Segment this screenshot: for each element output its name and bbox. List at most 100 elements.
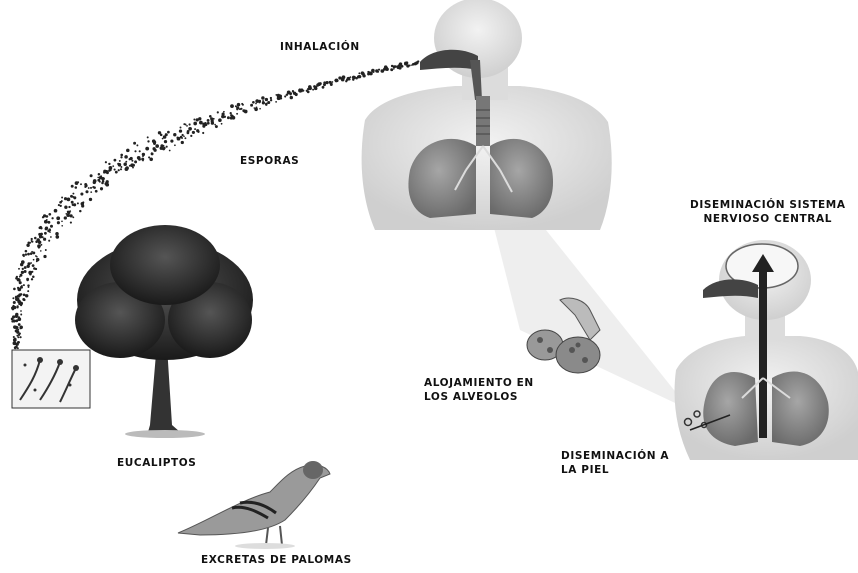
spore-dot (89, 198, 92, 201)
spore-dot (393, 65, 396, 68)
spore-dot (308, 86, 312, 90)
spore-dot (179, 129, 182, 132)
spore-dot (36, 256, 38, 258)
spore-dot (15, 319, 18, 322)
spore-dot (26, 278, 29, 281)
spore-dot (330, 83, 333, 86)
spore-dot (358, 72, 360, 74)
spore-dot (151, 152, 154, 155)
spore-dot (18, 293, 21, 296)
spore-dot (315, 86, 317, 88)
spore-dot (61, 197, 63, 199)
spore-dot (100, 175, 102, 177)
spore-dot (207, 122, 210, 125)
spore-dot (49, 231, 51, 233)
spore-dot (50, 225, 53, 228)
spore-dot (22, 268, 24, 270)
spore-dot (224, 116, 226, 118)
spore-dot (326, 81, 329, 84)
spore-dot (265, 98, 268, 101)
spore-dot (55, 235, 59, 239)
spore-dot (20, 310, 22, 312)
spore-dot (73, 203, 76, 206)
spore-dot (142, 153, 145, 156)
spore-dot (254, 107, 256, 109)
spore-dot (27, 253, 30, 256)
spore-dot (377, 71, 379, 73)
spore-dot (163, 147, 166, 150)
spore-dot (350, 76, 352, 78)
spore-dot (193, 119, 195, 121)
spore-dot (67, 198, 71, 202)
spore-dot (218, 118, 222, 122)
spore-dot (255, 99, 259, 103)
spore-dot (97, 179, 100, 182)
spore-dot (115, 171, 118, 174)
spore-dot (110, 169, 112, 171)
spore-dot (31, 238, 33, 240)
spore-dot (223, 111, 225, 113)
spore-dot (55, 232, 59, 236)
spore-dot (189, 123, 191, 125)
spore-dot (97, 177, 99, 179)
spore-dot (165, 133, 167, 135)
spore-dot (40, 227, 42, 229)
fungus-spores-inset-icon (12, 350, 90, 408)
spore-dot (401, 65, 404, 68)
spore-dot (31, 240, 33, 242)
spore-dot (188, 127, 192, 131)
spore-dot (180, 127, 182, 129)
spore-dot (17, 287, 19, 289)
spore-dot (90, 187, 92, 189)
spore-dot (270, 99, 272, 101)
spore-dot (190, 135, 192, 137)
spore-dot (417, 60, 419, 62)
spore-dot (18, 323, 21, 326)
spore-dot (45, 249, 47, 251)
spore-dot (16, 305, 18, 307)
spore-dot (56, 216, 60, 220)
spore-dot (79, 210, 81, 212)
label-eucaliptos: EUCALIPTOS (117, 456, 196, 470)
spore-dot (73, 196, 76, 199)
spore-dot (20, 286, 23, 289)
spore-dot (202, 132, 204, 134)
spore-dot (349, 78, 351, 80)
spore-dot (33, 267, 36, 270)
spore-dot (64, 216, 67, 219)
spore-dot (88, 187, 90, 189)
spore-dot (186, 125, 188, 127)
spore-dot (23, 255, 25, 257)
spore-dot (255, 103, 257, 105)
spore-dot (33, 259, 35, 261)
spore-dot (199, 121, 203, 125)
spore-dot (11, 307, 14, 310)
label-alojamiento-line1: ALOJAMIENTO EN (424, 376, 534, 390)
spore-dot (119, 160, 121, 162)
spore-dot (13, 288, 16, 291)
spore-dot (30, 252, 33, 255)
spore-dot (158, 131, 161, 134)
spore-dot (14, 338, 17, 341)
spore-dot (90, 174, 93, 177)
spore-dot (268, 102, 270, 104)
spore-dot (152, 147, 155, 150)
spore-dot (75, 181, 79, 185)
spore-dot (31, 278, 33, 280)
spore-dot (27, 290, 29, 292)
spore-dot (98, 173, 101, 176)
spore-dot (302, 89, 304, 91)
spore-dot (299, 88, 301, 90)
spore-dot (236, 106, 239, 109)
spore-dot (123, 162, 127, 166)
spore-dot (227, 116, 230, 119)
spore-dot (352, 76, 356, 80)
spore-dot (181, 134, 183, 136)
spore-dot (289, 93, 291, 95)
spore-dot (230, 112, 232, 114)
spore-dot (17, 300, 21, 304)
spore-dot (213, 118, 215, 120)
spore-dot (323, 83, 326, 86)
spore-dot (124, 155, 128, 159)
